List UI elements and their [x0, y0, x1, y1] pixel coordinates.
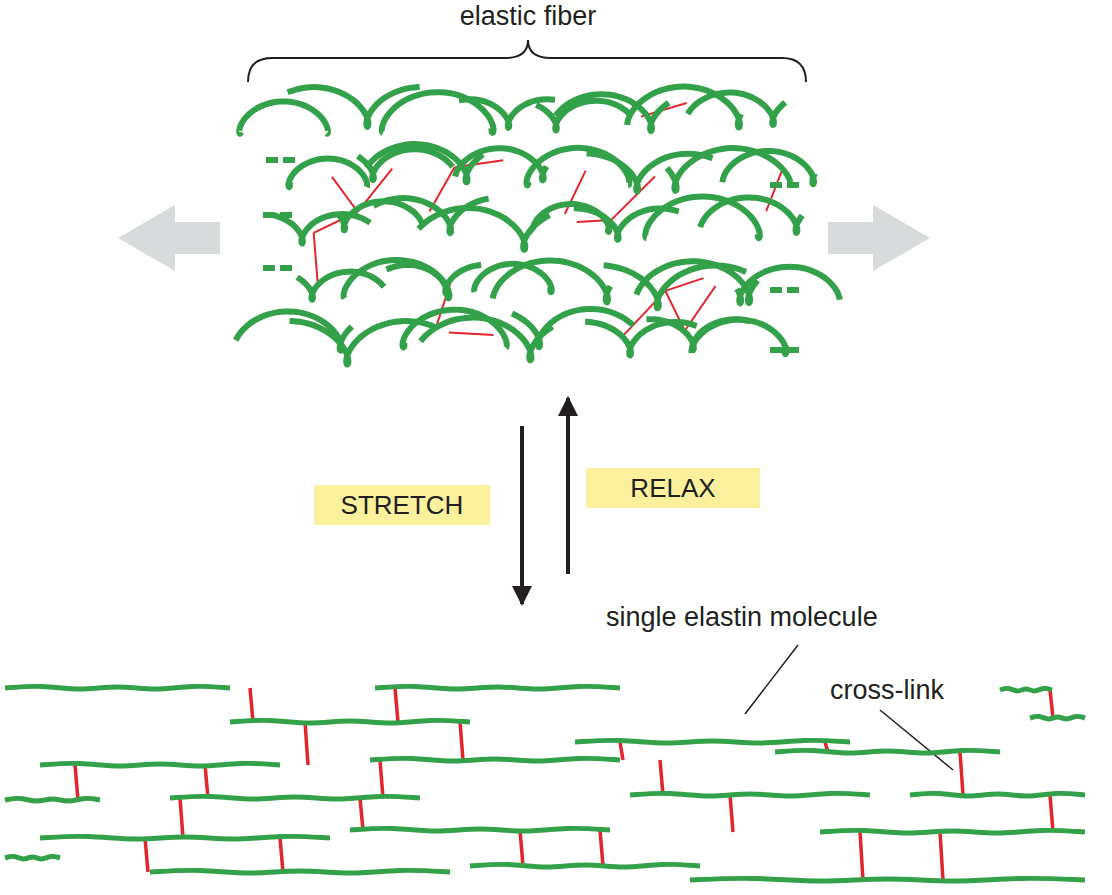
- strand-end: [262, 212, 292, 218]
- cross-link-line: [145, 838, 148, 872]
- cross-link-line: [395, 688, 398, 722]
- cross-link-line: [305, 722, 308, 765]
- strand-end: [265, 157, 295, 163]
- cross-link-line: [205, 765, 208, 798]
- elastin-strand: [690, 878, 1085, 881]
- elastin-coil: [239, 101, 328, 133]
- relaxed-fiber: [236, 87, 840, 365]
- elastin-coil: [274, 214, 370, 243]
- strand-end: [770, 287, 800, 293]
- cross-link-line: [314, 233, 318, 282]
- elastin-strand: [350, 828, 610, 831]
- pull-arrow: [828, 205, 930, 271]
- elastin-strand: [5, 798, 100, 801]
- highlight-box: RELAX: [586, 468, 760, 508]
- cross-link-line: [332, 177, 358, 212]
- figure-label: single elastin molecule: [606, 603, 878, 633]
- elastin-strand: [820, 830, 1085, 833]
- bracket: [248, 40, 806, 82]
- cross-link-line: [449, 333, 494, 335]
- stretched-fiber: [5, 686, 1085, 881]
- pull-arrow: [118, 205, 220, 271]
- cross-link-line: [860, 832, 863, 880]
- cross-link-line: [1050, 795, 1053, 832]
- elastin-strand: [375, 686, 620, 689]
- elastin-strand: [5, 686, 230, 689]
- stretch-arrow: [520, 426, 524, 604]
- elastin-coil: [533, 204, 610, 232]
- cross-link-line: [520, 830, 523, 866]
- elastin-coil: [236, 311, 352, 350]
- relax-arrow: [566, 398, 570, 574]
- elastin-strand: [5, 856, 60, 859]
- figure-label: elastic fiber: [460, 2, 597, 32]
- leader-line: [745, 645, 798, 714]
- elastin-strand: [40, 836, 330, 839]
- strand-end: [770, 347, 800, 353]
- elastin-coil: [700, 197, 802, 232]
- cross-link-line: [660, 760, 663, 795]
- cross-link-line: [380, 760, 383, 798]
- elastin-strand: [40, 763, 280, 766]
- elastin-strand: [575, 740, 850, 743]
- strand-end: [770, 182, 800, 188]
- cross-link-line: [1050, 690, 1053, 718]
- elastin-strand: [630, 793, 870, 796]
- cross-link-line: [600, 830, 603, 866]
- stage-label: RELAX: [630, 474, 715, 503]
- elastin-strand: [910, 793, 1085, 796]
- figure-label: cross-link: [830, 676, 944, 706]
- elastin-strand: [370, 758, 620, 761]
- elastin-strand: [150, 870, 450, 873]
- highlight-box: STRETCH: [314, 485, 490, 525]
- cross-link-line: [250, 688, 253, 722]
- leader-line: [880, 710, 953, 770]
- elastin-coil: [574, 208, 679, 240]
- elastin-strand: [230, 720, 470, 723]
- cross-link-line: [940, 832, 943, 880]
- elastin-coil: [723, 151, 815, 184]
- elastin-coil: [555, 94, 668, 131]
- elastin-coil: [402, 310, 506, 348]
- elastin-coil: [737, 267, 840, 304]
- elastin-strand: [1000, 688, 1052, 691]
- cross-link-line: [620, 742, 623, 760]
- cross-link-line: [960, 752, 963, 795]
- elastin-strand: [470, 864, 700, 867]
- cross-link-line: [460, 722, 463, 760]
- elastin-coil: [493, 260, 611, 302]
- stage-label: STRETCH: [341, 491, 464, 520]
- elastin-strand: [1030, 716, 1085, 719]
- cross-link-line: [75, 765, 78, 800]
- cross-link-line: [280, 838, 283, 872]
- elastin-coil: [527, 148, 630, 186]
- elastin-coil: [288, 158, 367, 187]
- strand-end: [262, 265, 292, 271]
- elastin-strand: [170, 796, 420, 799]
- cross-link-line: [360, 798, 363, 830]
- cross-link-line: [730, 795, 733, 832]
- elastin-coil: [536, 101, 630, 131]
- elastin-coil: [688, 93, 786, 125]
- cross-link-line: [180, 798, 183, 838]
- elastin-strand: [775, 750, 1000, 753]
- elastin-coil: [386, 265, 481, 294]
- elastin-coil: [459, 99, 555, 128]
